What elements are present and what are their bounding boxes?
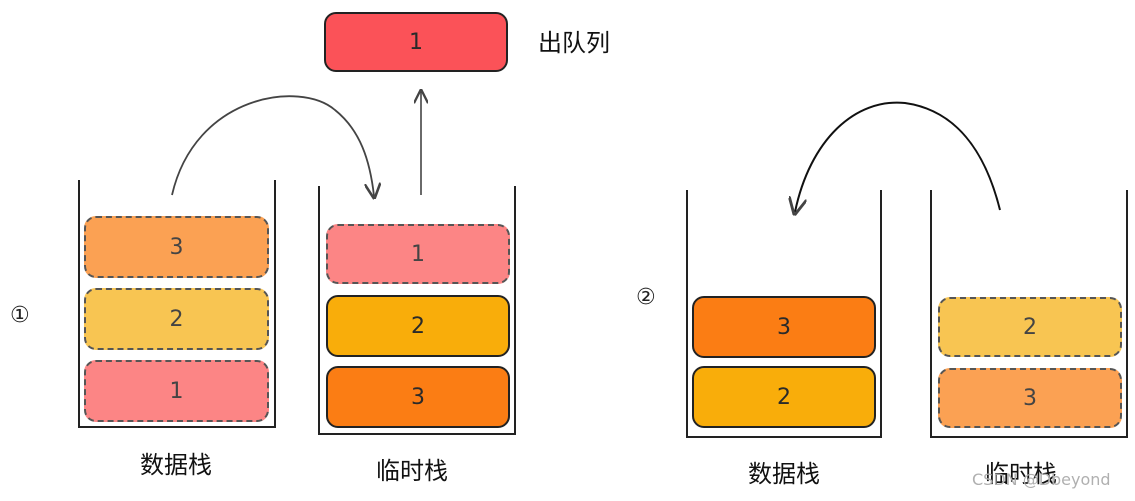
panel2-temp-item: 3 (938, 368, 1122, 428)
panel2-temp-item: 2 (938, 297, 1122, 357)
panel1-data-item: 2 (84, 288, 269, 350)
dequeued-item: 1 (324, 12, 508, 72)
step-1-marker: ① (10, 303, 30, 328)
panel2-data-item: 2 (692, 366, 876, 428)
dequeue-label: 出队列 (538, 29, 610, 57)
arrow-temp-back-to-data (795, 101, 1001, 212)
panel2-temp-stack-label: 临时栈 (985, 460, 1057, 488)
arrow-data-to-temp (171, 95, 374, 196)
dequeued-item-value: 1 (409, 29, 423, 55)
panel1-temp-item: 1 (326, 224, 510, 284)
panel1-temp-stack-label: 临时栈 (376, 457, 448, 485)
panel1-temp-item: 2 (326, 295, 510, 357)
watermark: CSDN @Dbeyond (972, 470, 1111, 489)
panel2-data-stack-label: 数据栈 (748, 460, 820, 488)
step-2-marker: ② (636, 285, 656, 310)
panel1-data-stack-label: 数据栈 (140, 451, 212, 479)
panel1-temp-item: 3 (326, 366, 510, 428)
panel1-data-item: 3 (84, 216, 269, 278)
panel1-data-item: 1 (84, 360, 269, 422)
panel2-data-item: 3 (692, 296, 876, 358)
